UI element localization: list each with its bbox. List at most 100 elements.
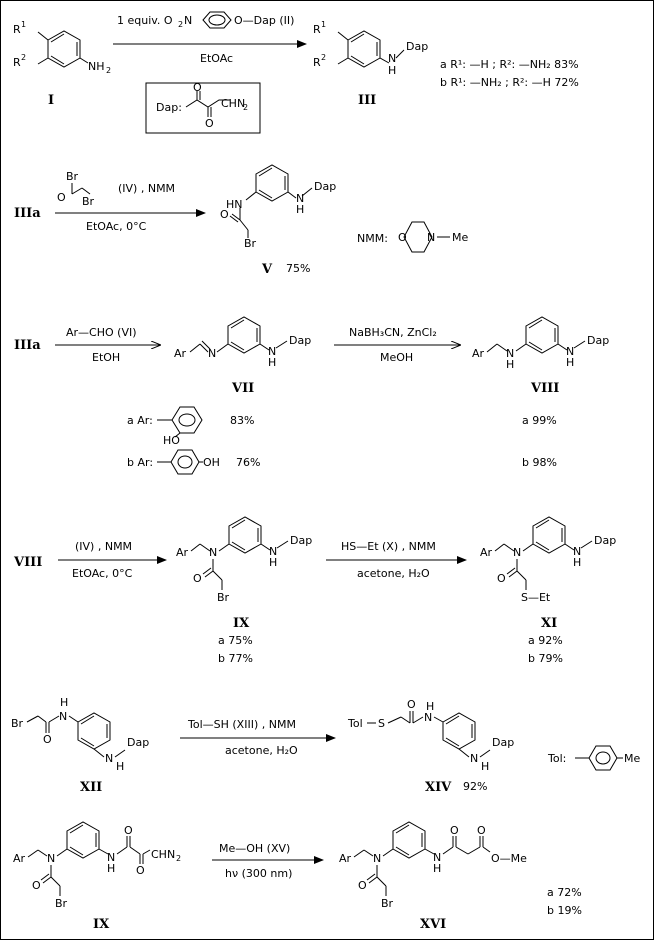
n-amide-XVI: N	[373, 852, 381, 865]
n-IX-6: N	[107, 851, 115, 864]
r2-sup: 2	[21, 53, 26, 62]
yield-IX-b: b 77%	[218, 652, 253, 665]
br-1: Br	[66, 170, 79, 183]
o-malonyl-1: O	[450, 824, 459, 837]
compound-XIV-label: XIV	[425, 780, 452, 795]
yield-1a: a R¹: —H ; R²: —NH₂ 83%	[440, 58, 579, 71]
reagent-II: 1 equiv. O 2 N O—Dap (II)	[117, 11, 294, 29]
ar-definition-b: b Ar: OH 76% b 98%	[127, 449, 557, 475]
o-IX-6: O	[32, 879, 41, 892]
compound-IX-6-label: IX	[93, 917, 110, 932]
compound-XVI: Ar N N H O O O—Me O	[339, 821, 527, 932]
nmm-definition: NMM: O N Me	[357, 221, 468, 253]
tol-definition: Tol: Me	[547, 745, 640, 771]
r1-sup-III: 1	[321, 20, 326, 29]
conditions-2: EtOAc, 0°C	[86, 220, 147, 233]
br-IX-6: Br	[55, 897, 68, 910]
nmm-o: O	[398, 231, 407, 244]
reagent-text-2: (IV) , NMM	[118, 182, 175, 195]
h-VII: H	[268, 356, 276, 369]
dap-chn-sub: 2	[243, 103, 248, 112]
n-amide-IX: N	[209, 546, 217, 559]
h-IX-6: H	[107, 862, 115, 875]
dap-XI: Dap	[594, 534, 616, 547]
compound-III: R 1 R 2 N H Dap III	[313, 20, 428, 108]
nh2-sub: 2	[106, 66, 111, 75]
start-VIII: VIII	[13, 555, 42, 570]
solvent-1: EtOAc	[200, 52, 233, 65]
n-VIII: N	[566, 345, 574, 358]
compound-XVI-label: XVI	[420, 917, 446, 932]
reagent-prefix: 1 equiv. O	[117, 14, 173, 27]
compound-IX-label: IX	[233, 616, 250, 631]
br-XII: Br	[11, 717, 24, 730]
o-V: O	[220, 208, 229, 221]
scheme-6: Ar N N H O O CHN 2 O	[13, 821, 582, 932]
compound-VII-label: VII	[231, 381, 254, 396]
ar-b-label: b Ar:	[127, 456, 153, 469]
compound-VIII: Ar N H N H Dap VIII	[472, 316, 609, 396]
n-amide-XIV: N	[424, 711, 432, 724]
start-IIIa-3: IIIa	[14, 338, 41, 353]
n-IX: N	[269, 545, 277, 558]
ar-definition-a: a Ar: HO 83% a 99%	[127, 406, 557, 447]
r2-label: R	[13, 56, 21, 69]
ar-XVI: Ar	[339, 852, 352, 865]
nh2-label: NH	[88, 60, 105, 73]
br-XVI: Br	[381, 897, 394, 910]
reagent-3: Ar—CHO (VI)	[66, 326, 137, 339]
ar-a-label: a Ar:	[127, 414, 153, 427]
n-amide-XI: N	[513, 546, 521, 559]
h-III: H	[388, 64, 396, 77]
compound-XI-label: XI	[541, 616, 557, 631]
dap-chn: CHN	[221, 97, 245, 110]
start-IIIa: IIIa	[14, 206, 41, 221]
dap-XII: Dap	[127, 736, 149, 749]
r1-label: R	[13, 23, 21, 36]
yield-V: 75%	[286, 262, 310, 275]
tol-XIV: Tol	[347, 717, 363, 730]
n-III: N	[388, 52, 396, 65]
h-V: H	[296, 203, 304, 216]
nmm-n: N	[427, 231, 435, 244]
dap-V: Dap	[314, 180, 336, 193]
compound-XIV: Tol S O N H N H Dap XIV 92%	[347, 698, 514, 795]
yield-IX-a: a 75%	[218, 634, 253, 647]
yield-VIII-b: b 98%	[522, 456, 557, 469]
yield-XI-a: a 92%	[528, 634, 563, 647]
ar-b-oh: OH	[203, 456, 220, 469]
reagent-o2n-sub: 2	[178, 20, 183, 29]
reagent-3b: NaBH₃CN, ZnCl₂	[349, 326, 437, 339]
yield-VII-a: 83%	[230, 414, 254, 427]
r2-label-III: R	[313, 56, 321, 69]
h-XIV: H	[481, 760, 489, 773]
compound-VII: Ar N N H Dap VII	[174, 316, 311, 396]
h-XII: H	[116, 760, 124, 773]
ar-VIII: Ar	[472, 347, 485, 360]
n-amine-VIII: N	[506, 347, 514, 360]
yield-VIII-a: a 99%	[522, 414, 557, 427]
br-IX: Br	[217, 591, 230, 604]
s-et-XI: S—Et	[521, 591, 551, 604]
h-IX: H	[269, 556, 277, 569]
scheme-2: IIIa Br O Br (IV) , NMM EtOAc, 0°C	[14, 164, 468, 277]
dap-XIV: Dap	[492, 736, 514, 749]
dap-VII: Dap	[289, 334, 311, 347]
o-XVI: O	[358, 879, 367, 892]
h-amine-VIII: H	[506, 358, 514, 371]
ar-IX: Ar	[176, 546, 189, 559]
conditions-4b: acetone, H₂O	[357, 567, 430, 580]
n-V: N	[296, 192, 304, 205]
nmm-label: NMM:	[357, 232, 388, 245]
h-amide-XII: H	[60, 696, 68, 709]
yield-XVI-a: a 72%	[547, 886, 582, 899]
scheme-4: VIII (IV) , NMM EtOAc, 0°C Ar N N H Dap …	[13, 516, 616, 665]
h-amide-XIV: H	[426, 700, 434, 713]
dap-VIII: Dap	[587, 334, 609, 347]
r2-sup-III: 2	[321, 53, 326, 62]
compound-I: R 1 R 2 NH 2 I	[13, 20, 111, 108]
n-XVI: N	[433, 851, 441, 864]
n-XII: N	[105, 752, 113, 765]
yield-XI-b: b 79%	[528, 652, 563, 665]
